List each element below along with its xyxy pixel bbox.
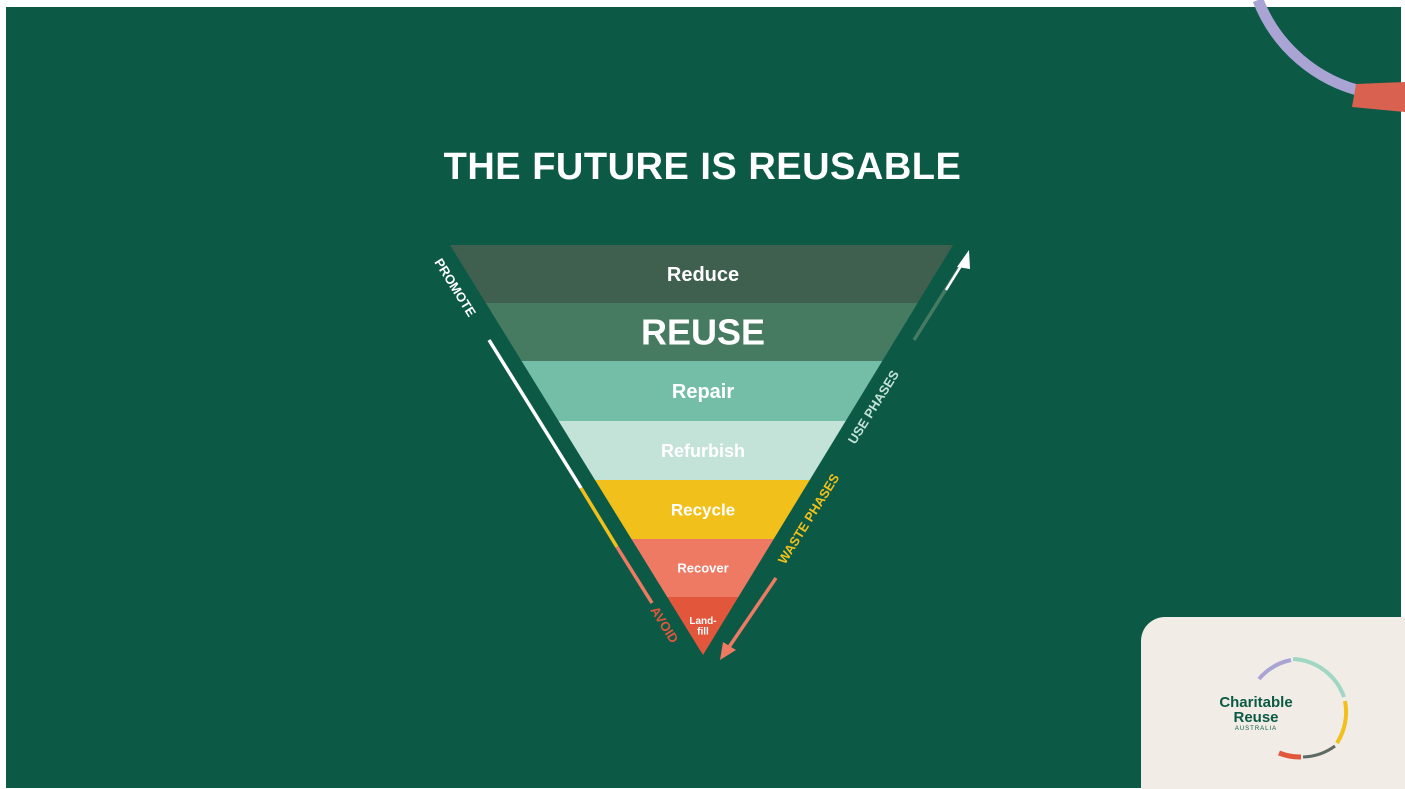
logo-ring-icon [1257,657,1349,760]
tier-band-5 [631,539,774,597]
waste-phases-line [725,577,778,651]
promote-line [487,339,583,489]
tier-label-6: fill [697,627,709,638]
logo-line-reuse: Reuse [1233,709,1279,726]
avoid-line [615,546,654,604]
promote-line-yellow [579,487,619,548]
tier-band-1 [485,303,918,361]
tier-band-4 [595,480,810,539]
down-arrow-icon [720,642,736,660]
tier-band-6 [667,597,739,655]
tier-band-2 [521,361,883,421]
logo-line-charitable: Charitable [1219,694,1293,711]
page-title: THE FUTURE IS REUSABLE [443,146,962,188]
tier-label-0: Reduce [667,264,739,286]
tier-label-2: Repair [672,381,734,403]
tier-band-0 [450,245,953,303]
tier-label-6: Land- [689,616,716,627]
use-phases-arrow-shaft [944,260,966,291]
tier-label-4: Recycle [671,500,735,519]
logo-wordmark: Charitable Reuse AUSTRALIA [1191,695,1321,734]
up-arrow-icon [957,250,970,269]
logo-subtitle: AUSTRALIA [1234,726,1278,732]
tier-label-5: Recover [677,561,728,576]
tier-label-1: REUSE [641,312,765,353]
logo-card: Charitable Reuse AUSTRALIA [1141,617,1405,789]
tier-band-3 [558,421,846,480]
tier-label-3: Refurbish [661,441,745,461]
